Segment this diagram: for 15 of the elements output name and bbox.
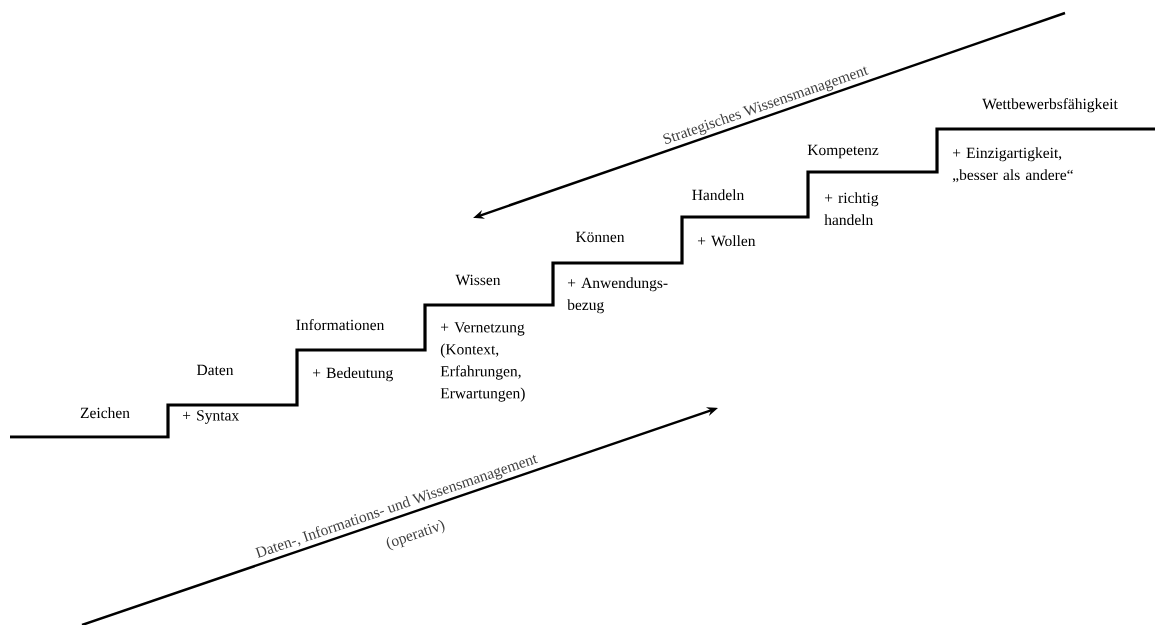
- step-label: Können: [575, 231, 625, 243]
- step-label: Zeichen: [80, 407, 130, 419]
- step-addition: + Einzigartigkeit, „besser als andere“: [952, 147, 1073, 183]
- step-addition: + richtig handeln: [824, 192, 879, 226]
- step-label: Kompetenz: [807, 144, 879, 159]
- step-addition: + Vernetzung (Kontext, Erfahrungen, Erwartungen): [440, 322, 525, 402]
- step-addition: + Bedeutung: [313, 367, 393, 382]
- step-label: Handeln: [692, 189, 745, 201]
- step-addition: + Anwendungs- bezug: [567, 277, 668, 314]
- step-addition: + Syntax: [183, 410, 239, 424]
- step-label: Wissen: [455, 274, 501, 286]
- step-label: Informationen: [296, 319, 385, 331]
- step-label: Wettbewerbsfähigkeit: [982, 98, 1118, 113]
- step-addition: + Wollen: [698, 235, 756, 247]
- step-label: Daten: [196, 364, 234, 376]
